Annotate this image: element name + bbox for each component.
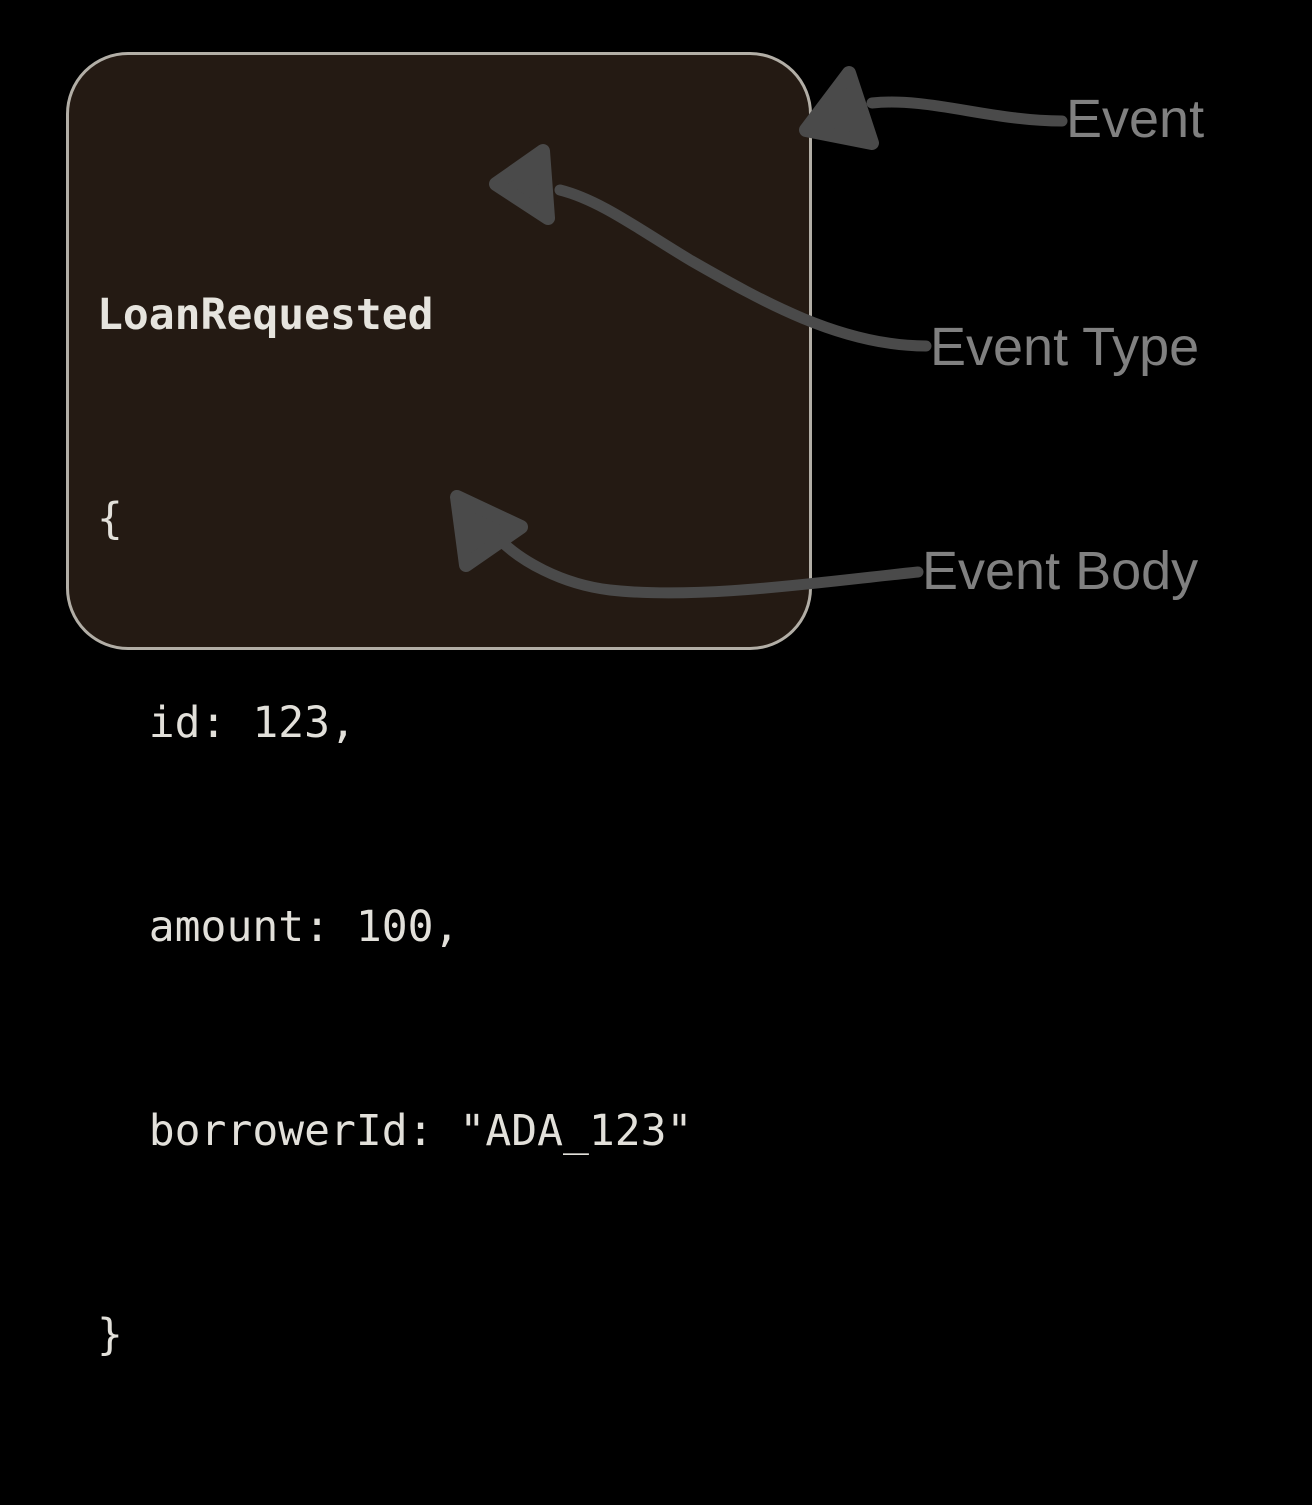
annotation-label-event-type: Event Type (930, 317, 1200, 377)
annotation-label-event: Event (1066, 89, 1205, 149)
event-body-line-amount: amount: 100, (97, 902, 460, 952)
event-arrow-line (866, 96, 1068, 127)
event-card-text: LoanRequested { id: 123, amount: 100, bo… (97, 145, 799, 1505)
event-body-line-id: id: 123, (97, 698, 356, 748)
event-body-line-borrowerid: borrowerId: "ADA_123" (97, 1106, 693, 1156)
event-arrowhead (799, 66, 879, 150)
event-type-text: LoanRequested (97, 290, 434, 340)
diagram-canvas: LoanRequested { id: 123, amount: 100, bo… (66, 52, 1205, 1360)
event-card: LoanRequested { id: 123, amount: 100, bo… (66, 52, 812, 1360)
event-body-line-open: { (97, 494, 123, 544)
event-body-line-close: } (97, 1310, 123, 1360)
annotation-label-event-body: Event Body (922, 541, 1199, 601)
